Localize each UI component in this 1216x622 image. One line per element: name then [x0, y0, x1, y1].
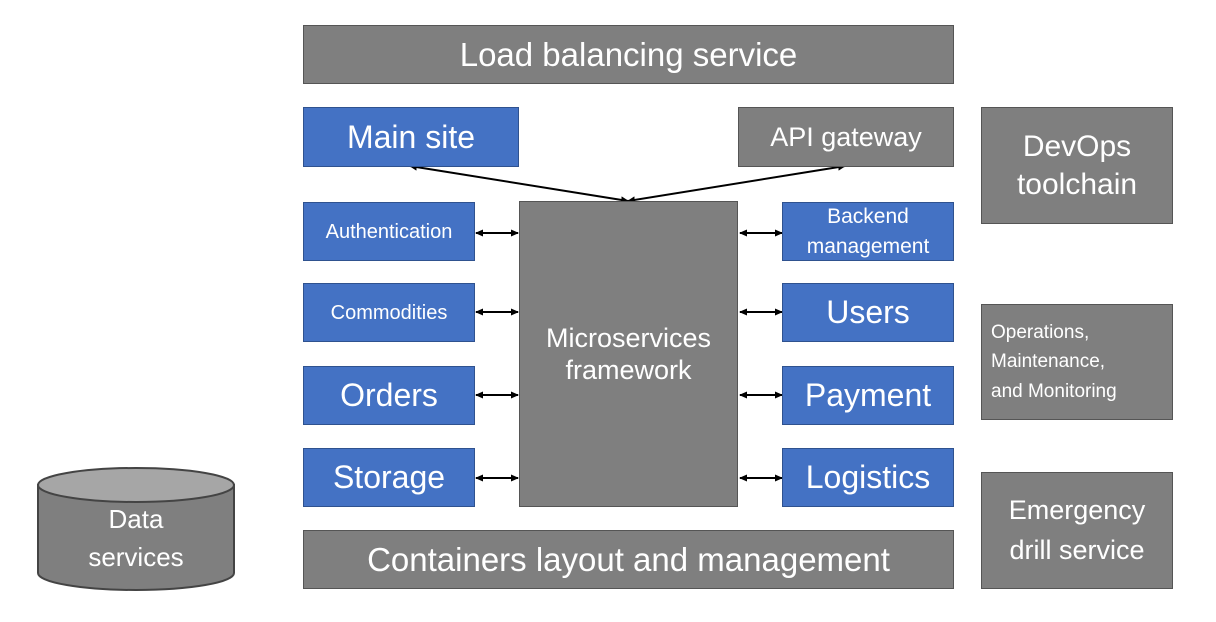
data-services-label-wrap: Data services	[38, 498, 234, 580]
storage-service: Storage	[303, 448, 475, 507]
containers-layout-management: Containers layout and management	[303, 530, 954, 589]
microservices-framework-label: Microservices framework	[545, 322, 712, 385]
logistics-label: Logistics	[805, 459, 931, 496]
api-gateway-box: API gateway	[738, 107, 954, 167]
data-services-label: Data services	[88, 504, 184, 572]
main-site-label: Main site	[346, 118, 476, 155]
logistics-service: Logistics	[782, 448, 954, 507]
emergency-drill-service-panel: Emergency drill service	[981, 472, 1173, 589]
backend-management-service: Backend management	[782, 202, 954, 261]
cylinder-top	[37, 467, 235, 503]
authentication-service: Authentication	[303, 202, 475, 261]
operations-maintenance-monitoring-panel: Operations, Maintenance, and Monitoring	[981, 304, 1173, 420]
microservices-framework: Microservices framework	[519, 201, 738, 507]
containers-layout-management-label: Containers layout and management	[367, 540, 890, 578]
users-service: Users	[782, 283, 954, 342]
emergency-drill-service-label: Emergency drill service	[1008, 495, 1146, 565]
api-gateway-label: API gateway	[770, 121, 922, 152]
api-gateway-framework-connector	[627, 163, 846, 204]
orders-label: Orders	[340, 377, 438, 414]
authentication-label: Authentication	[325, 220, 453, 243]
commodities-label: Commodities	[330, 301, 448, 324]
main-site-box: Main site	[303, 107, 519, 167]
payment-service: Payment	[782, 366, 954, 425]
load-balancing-service-label: Load balancing service	[459, 35, 798, 73]
devops-toolchain-label: DevOps toolchain	[1016, 130, 1138, 201]
storage-label: Storage	[332, 459, 446, 496]
operations-maintenance-monitoring-label: Operations, Maintenance, and Monitoring	[991, 321, 1117, 402]
backend-management-label: Backend management	[806, 205, 930, 258]
devops-toolchain-panel: DevOps toolchain	[981, 107, 1173, 224]
users-label: Users	[826, 294, 910, 331]
load-balancing-service: Load balancing service	[303, 25, 954, 84]
orders-service: Orders	[303, 366, 475, 425]
data-services-cylinder	[37, 467, 235, 591]
cylinder-body	[37, 484, 235, 591]
commodities-service: Commodities	[303, 283, 475, 342]
main-site-framework-connector	[409, 163, 629, 204]
payment-label: Payment	[804, 377, 932, 414]
